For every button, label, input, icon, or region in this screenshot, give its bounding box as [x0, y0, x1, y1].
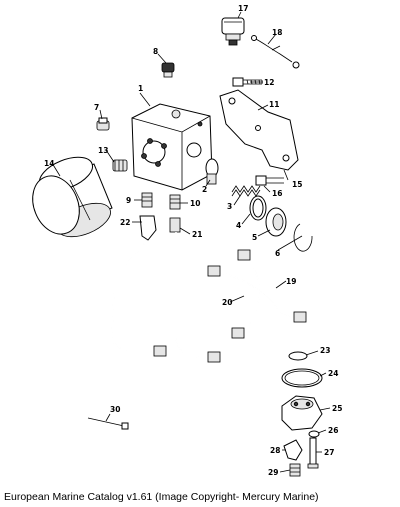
- label-part-7: 7: [94, 103, 99, 112]
- label-part-27: 27: [324, 448, 334, 457]
- part-labels: 1 2 3 4 5 6 7 8 9 10 11 12 13 14 15 16 1…: [44, 4, 342, 477]
- label-part-9: 9: [126, 196, 131, 205]
- label-part-26: 26: [328, 426, 338, 435]
- label-part-11: 11: [269, 100, 279, 109]
- part-16-bolt: [255, 175, 284, 186]
- part-25-filter-adapter: [281, 395, 323, 431]
- part-1-adapter-block: [131, 103, 213, 191]
- label-part-29: 29: [268, 468, 278, 477]
- part-24-gasket: [281, 368, 323, 388]
- label-part-25: 25: [332, 404, 342, 413]
- label-part-23: 23: [320, 346, 330, 355]
- leader-lines: [51, 11, 331, 473]
- label-part-13: 13: [98, 146, 108, 155]
- label-part-21: 21: [192, 230, 202, 239]
- hoses-left: [111, 232, 221, 363]
- part-27-bolt: [307, 437, 319, 469]
- part-18-wire-lead: [251, 35, 300, 69]
- part-13-nipple: [112, 159, 128, 172]
- label-part-3: 3: [227, 202, 232, 211]
- label-part-10: 10: [190, 199, 200, 208]
- part-28-fitting: [283, 439, 303, 461]
- part-9-fitting: [141, 192, 153, 208]
- part-7-fitting: [96, 117, 110, 131]
- label-part-17: 17: [238, 4, 248, 13]
- part-3-spring: [231, 185, 261, 197]
- part-6-retaining-ring: [293, 223, 313, 252]
- label-part-24: 24: [328, 369, 338, 378]
- label-part-8: 8: [153, 47, 158, 56]
- part-10-fitting: [169, 194, 181, 210]
- label-part-30: 30: [110, 405, 120, 414]
- image-caption: European Marine Catalog v1.61 (Image Cop…: [4, 491, 319, 503]
- part-17-sender: [221, 17, 245, 46]
- label-part-16: 16: [272, 189, 282, 198]
- label-part-5: 5: [252, 233, 257, 242]
- part-2-valve: [205, 158, 219, 185]
- part-21-fitting: [169, 217, 181, 233]
- label-part-1: 1: [138, 84, 143, 93]
- part-29-fitting: [289, 463, 301, 477]
- part-23-o-ring: [288, 351, 308, 361]
- hoses-19-20: [207, 249, 307, 339]
- label-part-15: 15: [292, 180, 302, 189]
- part-30-tie-strap: [87, 417, 129, 430]
- label-part-20: 20: [222, 298, 232, 307]
- part-11-bracket: [219, 89, 299, 171]
- label-part-22: 22: [120, 218, 130, 227]
- label-part-2: 2: [202, 185, 207, 194]
- label-part-28: 28: [270, 446, 280, 455]
- label-part-4: 4: [236, 221, 241, 230]
- part-14-oil-filter: [32, 156, 113, 238]
- part-5-cap: [265, 207, 287, 237]
- part-26-washer: [308, 430, 320, 438]
- part-4-o-ring: [249, 195, 267, 221]
- label-part-12: 12: [264, 78, 274, 87]
- exploded-parts-diagram: 1 2 3 4 5 6 7 8 9 10 11 12 13 14 15 16 1…: [32, 4, 342, 477]
- part-8-plug: [161, 62, 175, 78]
- label-part-6: 6: [275, 249, 280, 258]
- part-22-elbow: [139, 215, 157, 241]
- label-part-18: 18: [272, 28, 282, 37]
- label-part-14: 14: [44, 159, 54, 168]
- label-part-19: 19: [286, 277, 296, 286]
